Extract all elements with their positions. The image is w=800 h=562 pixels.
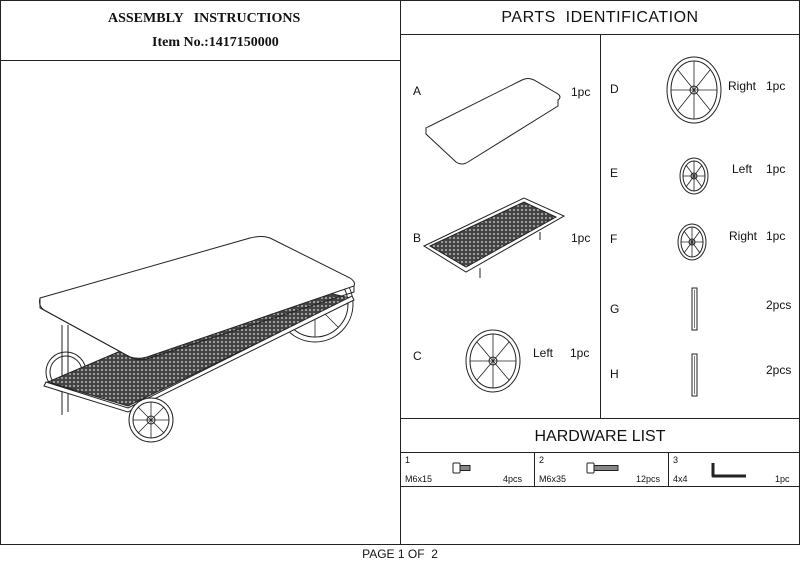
header-divider: [0, 60, 400, 61]
part-e-desc: Left: [732, 162, 753, 176]
hardware-row-divider: [400, 486, 800, 487]
part-a-letter: A: [413, 84, 422, 98]
part-f-qty: 1pc: [766, 229, 786, 243]
part-d-large-wheel: [664, 55, 724, 125]
hardware-1-qty: 4pcs: [503, 474, 523, 484]
assembled-cart-illustration: [0, 60, 400, 544]
item-number: Item No.:1417150000: [152, 35, 279, 50]
hardware-1-number: 1: [405, 455, 411, 465]
part-f-letter: F: [610, 232, 618, 246]
parts-identification-title: PARTS IDENTIFICATION: [501, 9, 699, 26]
part-g-leg: [690, 286, 700, 332]
bolt-icon: [586, 462, 620, 474]
part-b-qty: 1pc: [571, 231, 591, 245]
hardware-1-name: M6x15: [405, 474, 433, 484]
allen-key-icon: [710, 460, 750, 480]
document-title: ASSEMBLY INSTRUCTIONS: [108, 11, 301, 26]
part-b-mesh-shelf: [420, 192, 568, 282]
frame-left: [0, 0, 1, 545]
part-b-letter: B: [413, 231, 422, 245]
hardware-title-divider: [400, 452, 800, 453]
part-f-small-wheel: [676, 222, 708, 262]
part-d-desc: Right: [728, 79, 757, 93]
hardware-3-qty: 1pc: [775, 474, 790, 484]
part-c-desc: Left: [533, 346, 554, 360]
part-g-letter: G: [610, 302, 620, 316]
part-d-qty: 1pc: [766, 79, 786, 93]
parts-column-divider: [600, 34, 601, 418]
hardware-2-name: M6x35: [539, 474, 567, 484]
part-e-small-wheel: [678, 156, 710, 196]
part-h-letter: H: [610, 367, 619, 381]
part-a-qty: 1pc: [571, 85, 591, 99]
part-a-table-top: [424, 76, 564, 166]
bolt-icon: [452, 462, 472, 474]
part-h-qty: 2pcs: [766, 363, 792, 377]
part-g-qty: 2pcs: [766, 298, 792, 312]
hardware-2-qty: 12pcs: [636, 474, 661, 484]
hardware-divider: [400, 418, 800, 419]
hardware-3-number: 3: [673, 455, 679, 465]
hardware-2-number: 2: [539, 455, 545, 465]
part-h-leg: [690, 352, 700, 398]
part-c-letter: C: [413, 349, 422, 363]
hardware-list-title: HARDWARE LIST: [534, 428, 666, 445]
part-e-qty: 1pc: [766, 162, 786, 176]
part-c-large-wheel: [463, 328, 523, 394]
hardware-cell-divider-2: [668, 452, 669, 486]
page-number: PAGE 1 OF 2: [362, 547, 438, 561]
part-c-qty: 1pc: [570, 346, 590, 360]
hardware-3-name: 4x4: [673, 474, 688, 484]
column-divider: [400, 0, 401, 545]
part-e-letter: E: [610, 166, 619, 180]
part-d-letter: D: [610, 82, 619, 96]
hardware-cell-divider-1: [534, 452, 535, 486]
part-f-desc: Right: [729, 229, 758, 243]
